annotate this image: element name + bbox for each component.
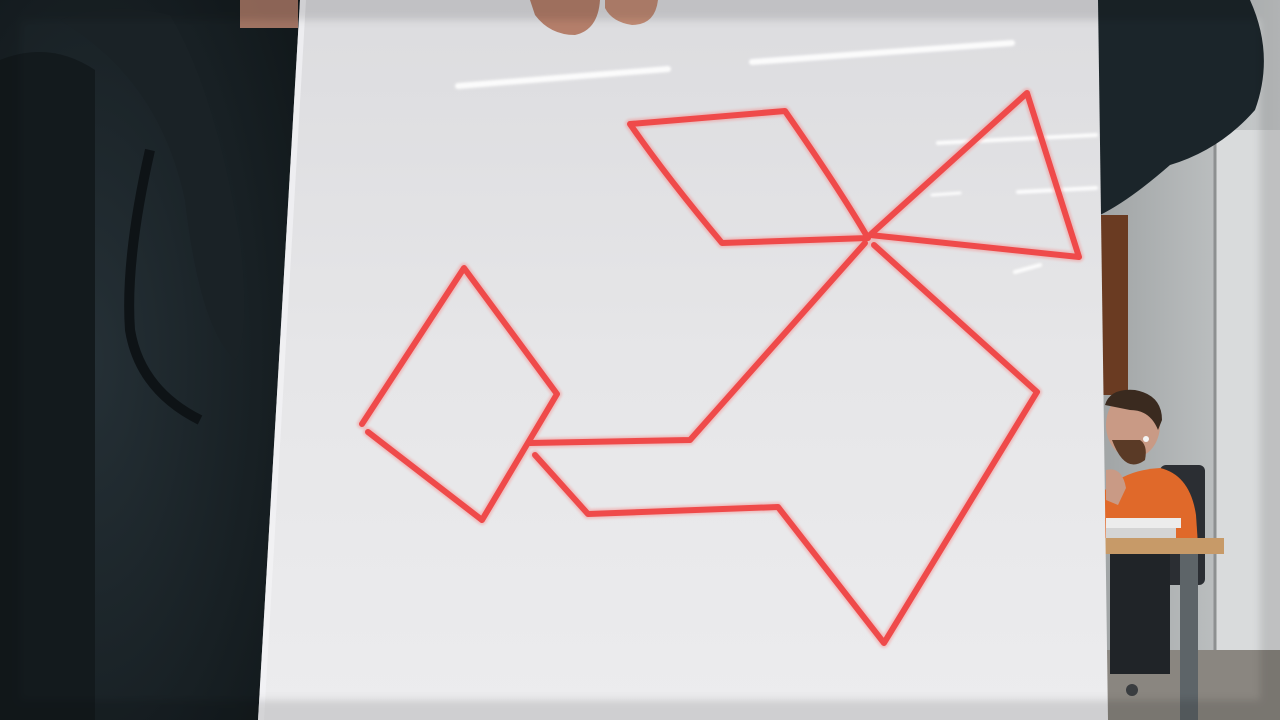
red-marker-drawing xyxy=(357,88,1084,648)
holder-sleeve xyxy=(1090,0,1264,215)
book-stack xyxy=(1106,518,1181,528)
arrow-lower-body xyxy=(532,242,1040,646)
reflection-1 xyxy=(455,66,671,89)
hair xyxy=(1105,389,1162,430)
hand xyxy=(1106,469,1126,505)
chair-wheel xyxy=(1126,684,1138,696)
reflection-2 xyxy=(749,40,1015,65)
beard xyxy=(1112,440,1146,465)
holder-hoodie xyxy=(0,0,300,720)
parallelogram-shape xyxy=(627,108,871,246)
hoodie-shadow xyxy=(0,52,95,720)
reflection-5 xyxy=(1013,263,1042,274)
diamond-shape xyxy=(359,265,560,523)
earbud xyxy=(1143,436,1149,442)
triangle-shape xyxy=(867,90,1082,260)
whiteboard-surface xyxy=(258,0,1108,720)
desk-leg xyxy=(1180,554,1198,720)
hoodie-zipper xyxy=(124,148,203,425)
whiteboard-edge-highlight xyxy=(258,0,306,720)
seated-person xyxy=(1104,389,1224,720)
legs-under-desk xyxy=(1110,554,1170,674)
hood-strap xyxy=(60,8,245,360)
whiteboard xyxy=(258,0,1108,720)
reflection-3 xyxy=(936,133,1098,145)
arrow-upper-edge xyxy=(527,240,868,446)
book-stack-lower xyxy=(1106,528,1176,538)
desk-top xyxy=(1104,538,1224,554)
reflection-6 xyxy=(930,191,962,197)
